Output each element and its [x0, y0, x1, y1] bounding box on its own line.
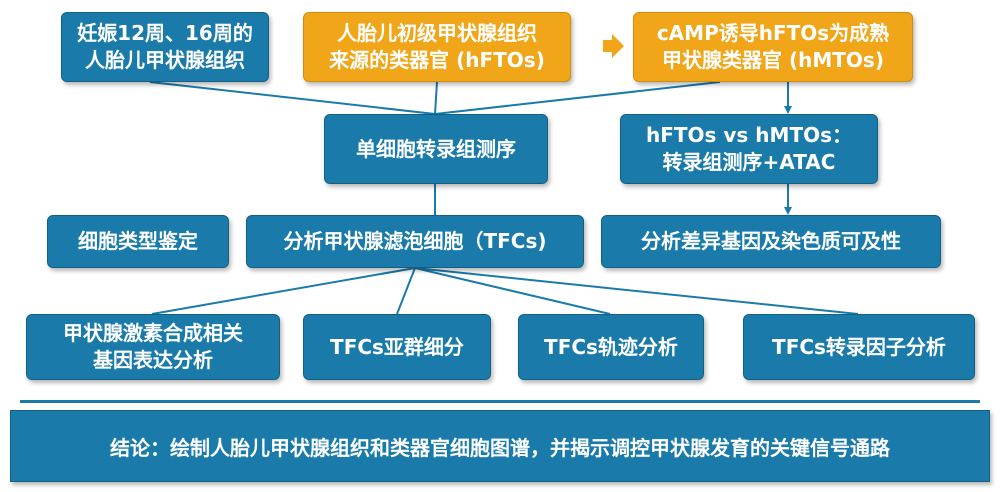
node-hormone-gene-expression: 甲状腺激素合成相关 基因表达分析	[26, 314, 280, 380]
link-hftos-scrna	[434, 81, 438, 115]
node-fetal-thyroid-tissue: 妊娠12周、16周的 人胎儿甲状腺组织	[61, 12, 269, 82]
orange-arrow-icon	[603, 34, 624, 58]
node-hftos-vs-hmtos-label: hFTOs vs hMTOs： 转录组测序+ATAC	[645, 123, 852, 174]
node-hmtos: cAMP诱导hFTOs为成熟 甲状腺类器官 (hMTOs)	[633, 12, 913, 82]
node-cell-type-identification-label: 细胞类型鉴定	[78, 229, 198, 253]
node-scrna-seq: 单细胞转录组测序	[324, 114, 548, 184]
conclusion-text: 结论：绘制人胎儿甲状腺组织和类器官细胞图谱，并揭示调控甲状腺发育的关键信号通路	[110, 435, 890, 460]
node-hftos: 人胎儿初级甲状腺组织 来源的类器官 (hFTOs)	[303, 12, 571, 82]
node-tfc-subgroups: TFCs亚群细分	[303, 314, 491, 380]
conclusion-banner: 结论：绘制人胎儿甲状腺组织和类器官细胞图谱，并揭示调控甲状腺发育的关键信号通路	[10, 410, 990, 482]
node-tfc-analysis: 分析甲状腺滤泡细胞（TFCs)	[246, 215, 584, 268]
link-tfc-tf	[414, 267, 859, 315]
node-differential-genes-label: 分析差异基因及染色质可及性	[641, 229, 901, 253]
node-hftos-label: 人胎儿初级甲状腺组织 来源的类器官 (hFTOs)	[329, 21, 545, 72]
node-hftos-vs-hmtos: hFTOs vs hMTOs： 转录组测序+ATAC	[620, 114, 878, 184]
node-hormone-gene-expression-label: 甲状腺激素合成相关 基因表达分析	[63, 321, 243, 372]
node-differential-genes: 分析差异基因及染色质可及性	[601, 215, 941, 268]
link-hmtos-scrna	[434, 81, 721, 115]
node-tfc-trajectory: TFCs轨迹分析	[518, 314, 704, 380]
node-tfc-trajectory-label: TFCs轨迹分析	[544, 334, 678, 359]
divider-line	[20, 400, 980, 403]
node-cell-type-identification: 细胞类型鉴定	[47, 215, 229, 268]
link-tfc-trajectory	[414, 267, 611, 315]
link-tfc-subgroup	[396, 267, 416, 315]
node-hmtos-label: cAMP诱导hFTOs为成熟 甲状腺类器官 (hMTOs)	[656, 21, 890, 72]
link-tfc-hormone	[151, 267, 416, 315]
link-tissue-scrna	[149, 81, 436, 115]
node-tfc-subgroups-label: TFCs亚群细分	[330, 334, 464, 359]
node-tfc-transcription-factors: TFCs转录因子分析	[743, 314, 975, 380]
node-scrna-seq-label: 单细胞转录组测序	[356, 136, 516, 161]
node-tfc-transcription-factors-label: TFCs转录因子分析	[772, 334, 946, 359]
node-fetal-thyroid-tissue-label: 妊娠12周、16周的 人胎儿甲状腺组织	[77, 21, 253, 72]
node-tfc-analysis-label: 分析甲状腺滤泡细胞（TFCs)	[283, 229, 547, 253]
